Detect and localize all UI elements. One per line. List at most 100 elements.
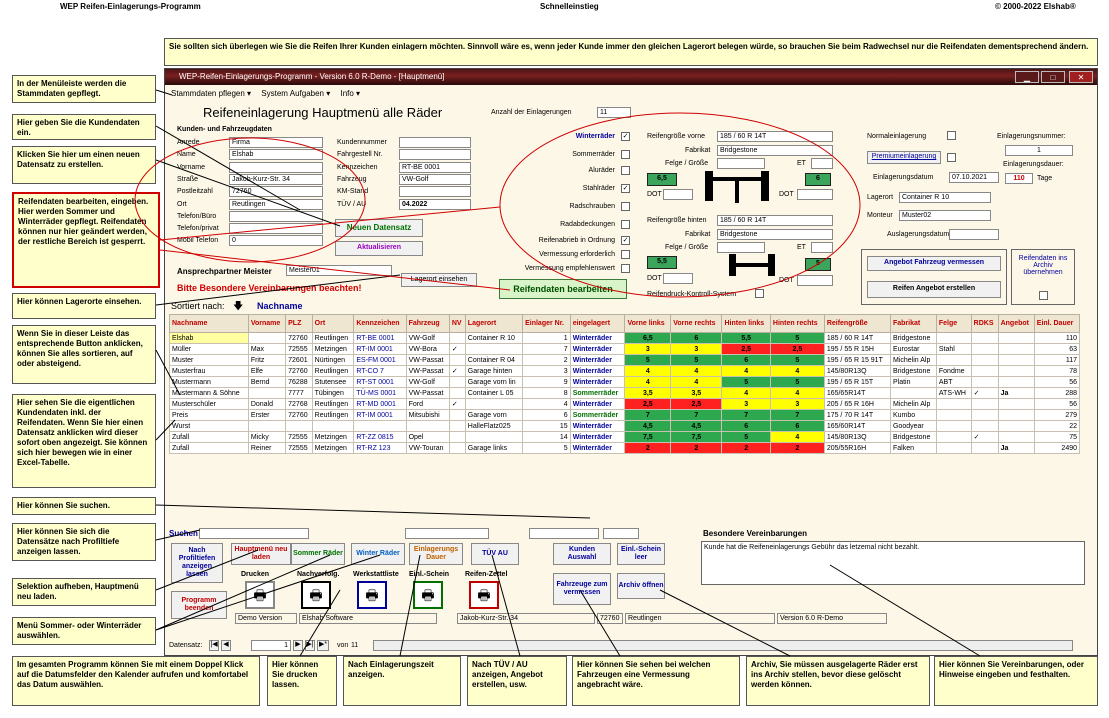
cell-9[interactable]: Winterräder [569, 442, 626, 454]
cell-19[interactable]: 288 [1033, 387, 1081, 399]
cell-8[interactable]: 7 [522, 343, 571, 355]
cell-3[interactable]: Reutlingen [311, 332, 355, 344]
option-checkbox-2[interactable] [621, 166, 630, 175]
cell-16[interactable]: ATS-WH [935, 387, 972, 399]
removal-field[interactable] [949, 229, 999, 240]
bottom-button-10[interactable]: Programm beenden [171, 591, 227, 619]
cell-8[interactable]: 5 [522, 442, 571, 454]
cell-11[interactable]: 2 [670, 442, 723, 454]
col-header-10[interactable]: Vorne links [624, 314, 672, 333]
cell-1[interactable]: Fritz [247, 354, 287, 366]
cell-8[interactable]: 3 [522, 365, 571, 377]
col-header-1[interactable]: Vorname [247, 314, 287, 333]
field-input-6[interactable] [229, 210, 323, 222]
cell-3[interactable]: Nürtingen [311, 354, 355, 366]
refresh-button[interactable]: Aktualisieren [335, 241, 423, 256]
cell-16[interactable] [935, 420, 972, 432]
cell-7[interactable] [464, 398, 524, 410]
cell-4[interactable]: RT-ZZ 0815 [353, 431, 407, 443]
cell-11[interactable]: 2,5 [670, 398, 723, 410]
bottom-button-5[interactable]: TÜV AU [471, 543, 519, 565]
col-header-3[interactable]: Ort [311, 314, 355, 333]
new-record-button[interactable]: Neuen Datensatz [335, 219, 423, 237]
cell-0[interactable]: Zufall [169, 442, 249, 454]
offer-measure-button[interactable]: Angebot Fahrzeug vermessen [867, 256, 1001, 271]
cell-2[interactable]: 72601 [285, 354, 313, 366]
nv-checkbox[interactable]: ✓ [448, 365, 466, 377]
fitter-field[interactable]: Muster02 [899, 210, 991, 221]
cell-16[interactable] [935, 431, 972, 443]
rdks-checkbox[interactable] [755, 289, 764, 298]
cell-12[interactable]: 2,5 [721, 343, 771, 355]
cell-3[interactable]: Reutlingen [311, 409, 355, 421]
cell-0[interactable]: Elshab [169, 332, 249, 344]
cell-10[interactable]: 7,5 [624, 431, 672, 443]
cell-5[interactable]: VW-Passat [405, 387, 450, 399]
tire-rear-field[interactable]: 185 / 60 R 14T [717, 215, 833, 226]
col-header-16[interactable]: Felge [935, 314, 972, 333]
col-header-7[interactable]: Lagerort [464, 314, 524, 333]
bottom-button-4[interactable]: Einlagerungs Dauer [409, 543, 463, 565]
nv-checkbox[interactable] [448, 354, 466, 366]
cell-18[interactable] [997, 398, 1035, 410]
menu-stammdaten[interactable]: Stammdaten pflegen ▾ [171, 89, 252, 98]
horizontal-scrollbar[interactable] [373, 640, 1073, 651]
cell-9[interactable]: Winterräder [569, 343, 626, 355]
cell-12[interactable]: 2 [721, 442, 771, 454]
cell-8[interactable]: 14 [522, 431, 571, 443]
cell-11[interactable]: 4,5 [670, 420, 723, 432]
cell-2[interactable]: 72760 [285, 365, 313, 377]
print-button-1[interactable]: 🖶 [301, 581, 331, 609]
cell-12[interactable]: 7 [721, 409, 771, 421]
cell-16[interactable]: Fondme [935, 365, 972, 377]
field-input-5[interactable]: Reutlingen [229, 198, 323, 210]
rdks-cell[interactable]: ✓ [970, 387, 999, 399]
cell-5[interactable]: VW-Passat [405, 354, 450, 366]
cell-18[interactable] [997, 376, 1035, 388]
cell-9[interactable]: Winterräder [569, 365, 626, 377]
cell-5[interactable]: VW-Golf [405, 376, 450, 388]
cell-15[interactable]: Platin [889, 376, 937, 388]
cell-5[interactable]: VW-Bora [405, 343, 450, 355]
cell-12[interactable]: 6 [721, 420, 771, 432]
nv-checkbox[interactable] [448, 431, 466, 443]
search-select-3[interactable] [529, 528, 599, 539]
nav-prev-button[interactable]: ◀ [221, 640, 231, 651]
cell-10[interactable]: 3,5 [624, 387, 672, 399]
dot-fr-field[interactable] [797, 189, 833, 200]
nav-new-button[interactable]: ▶* [317, 640, 329, 651]
cell-14[interactable]: 165/65R14T [823, 387, 891, 399]
bottom-button-2[interactable]: Sommer Räder [291, 543, 345, 565]
cell-1[interactable]: Erster [247, 409, 287, 421]
cell-11[interactable]: 4 [670, 376, 723, 388]
cell-15[interactable]: Michelin Alp [889, 354, 937, 366]
vehicle-input-0[interactable] [399, 137, 471, 148]
rdks-cell[interactable] [970, 332, 999, 344]
cell-15[interactable]: Michelin Alp [889, 398, 937, 410]
cell-0[interactable]: Muster [169, 354, 249, 366]
cell-4[interactable]: ES-FM 0001 [353, 354, 407, 366]
nv-checkbox[interactable] [448, 409, 466, 421]
cell-13[interactable]: 6 [769, 420, 825, 432]
cell-12[interactable]: 5 [721, 376, 771, 388]
cell-4[interactable]: RT-MD 0001 [353, 398, 407, 410]
cell-9[interactable]: Winterräder [569, 376, 626, 388]
vehicle-input-2[interactable]: RT-BE 0001 [399, 161, 471, 173]
cell-19[interactable]: 22 [1033, 420, 1081, 432]
cell-3[interactable]: Metzingen [311, 343, 355, 355]
option-checkbox-4[interactable] [621, 202, 630, 211]
cell-5[interactable]: VW-Passat [405, 365, 450, 377]
cell-2[interactable]: 72760 [285, 332, 313, 344]
menu-info[interactable]: Info ▾ [340, 89, 361, 98]
col-header-9[interactable]: eingelagert [569, 314, 626, 333]
nv-checkbox[interactable] [448, 376, 466, 388]
et-rear-field[interactable] [811, 242, 833, 253]
cell-13[interactable]: 7 [769, 409, 825, 421]
rdks-cell[interactable] [970, 376, 999, 388]
cell-10[interactable]: 7 [624, 409, 672, 421]
field-input-1[interactable]: Elshab [229, 149, 323, 161]
